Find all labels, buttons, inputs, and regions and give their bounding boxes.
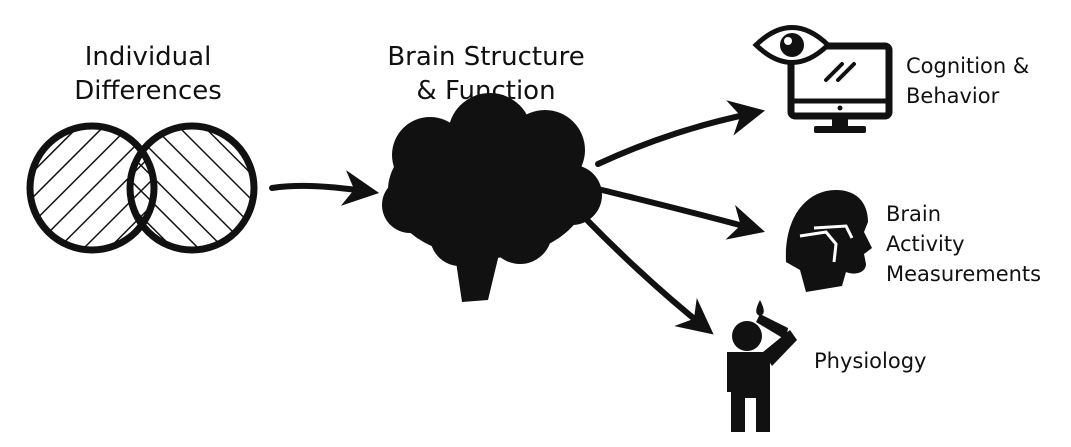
brain-structure-line1: Brain Structure [387,42,585,72]
eye-monitor-icon [752,25,893,133]
brain-activity-label: Brain Activity Measurements [886,199,1041,289]
eeg-cap-head-icon [785,190,872,292]
arrow-brain-to-cognition [595,100,766,167]
sweating-person-icon [727,300,797,432]
arrow-brain-to-brain-activity [595,186,765,240]
individual-differences-label: Individual Differences [60,40,236,108]
brain-activity-line3: Measurements [886,262,1042,286]
cognition-line2: Behavior [906,84,1000,108]
cognition-behavior-label: Cognition & Behavior [906,51,1029,111]
brain-structure-label: Brain Structure & Function [368,40,604,108]
venn-diagram-icon [26,122,258,254]
individual-differences-line1: Individual [84,42,212,72]
physiology-label: Physiology [814,346,926,376]
individual-differences-line2: Differences [74,76,222,106]
arrow-brain-to-physiology [582,215,714,335]
brain-activity-line1: Brain [886,202,942,226]
cognition-line1: Cognition & [906,54,1030,78]
arrow-venn-to-brain [269,170,380,206]
brain-activity-line2: Activity [886,232,965,256]
brain-structure-line2: & Function [416,76,556,106]
physiology-line1: Physiology [814,349,927,373]
brain-icon [382,93,602,302]
